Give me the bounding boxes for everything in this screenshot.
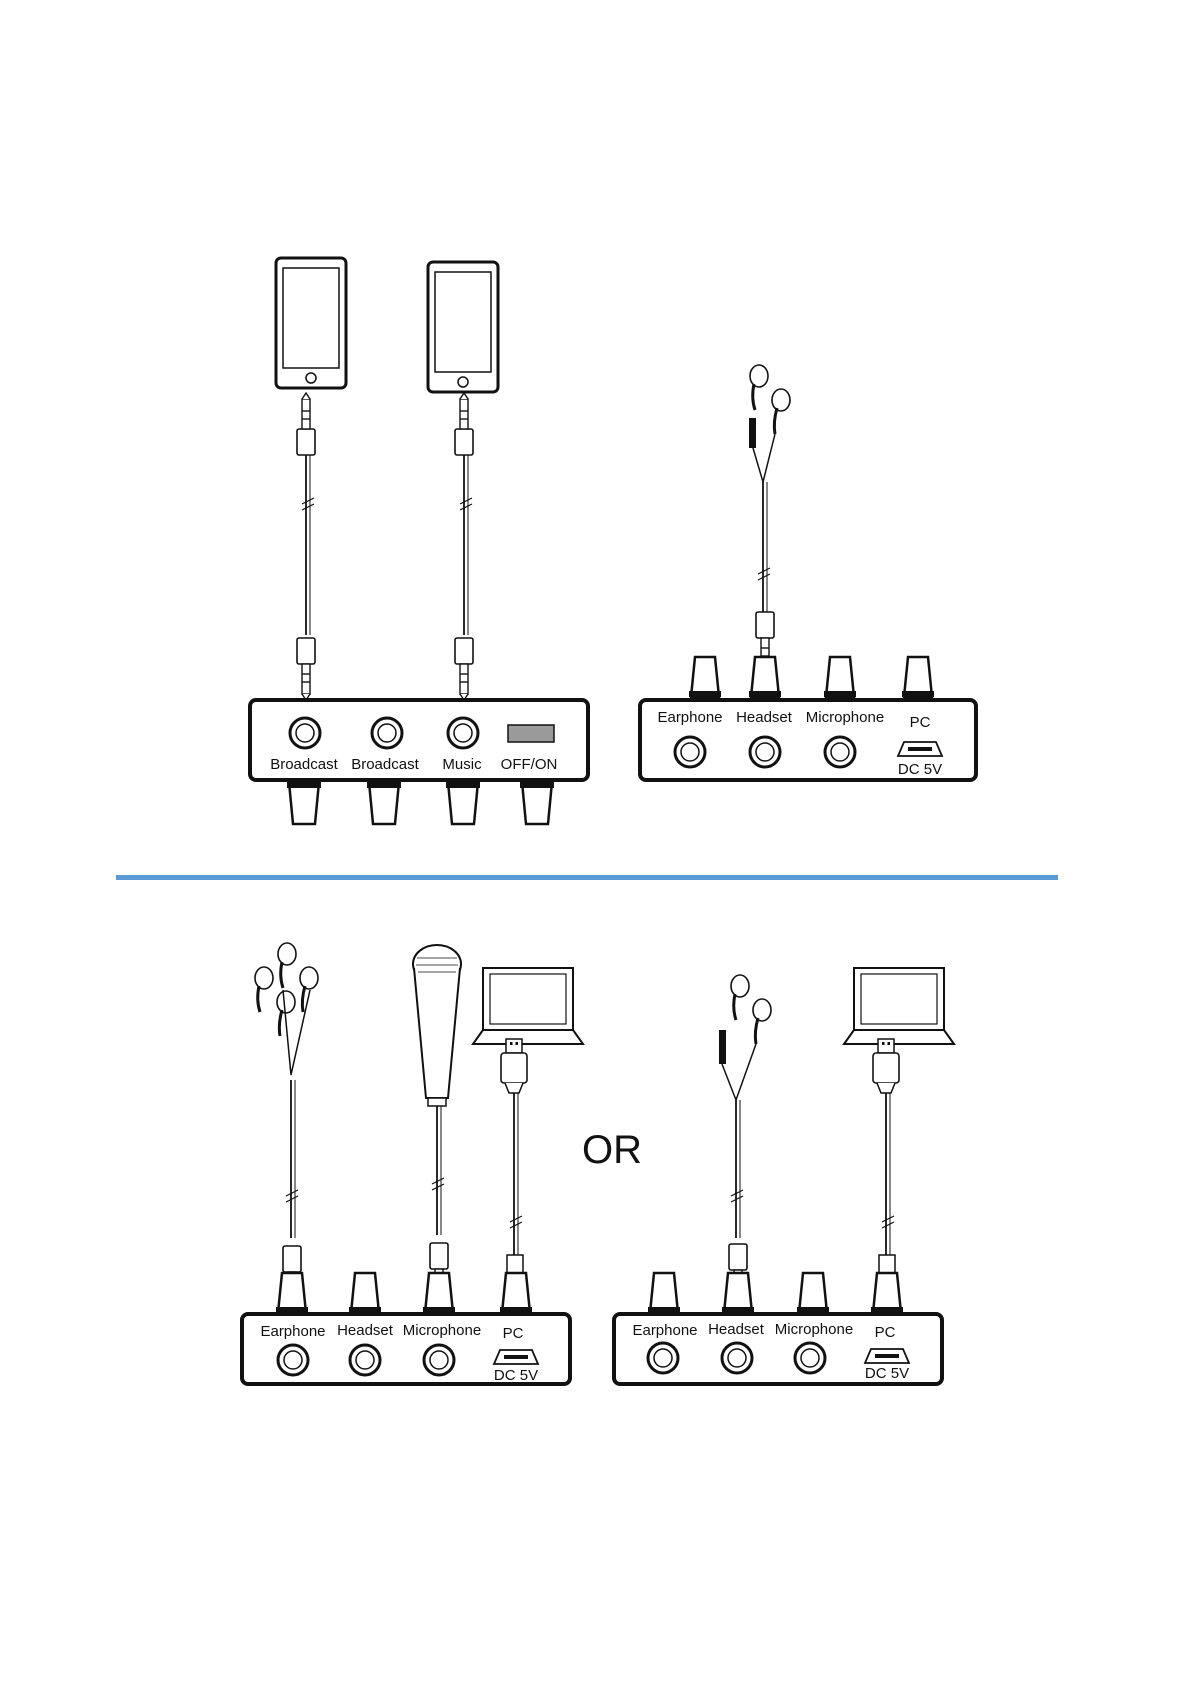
microphone-jack xyxy=(424,1345,454,1375)
volume-knob xyxy=(871,1273,903,1313)
jack-label: Broadcast xyxy=(270,756,338,773)
usb-port-icon xyxy=(865,1349,909,1363)
earphone-jack xyxy=(278,1345,308,1375)
usb-port-icon xyxy=(898,742,942,756)
usb-cable xyxy=(844,968,954,1283)
section-divider xyxy=(116,875,1058,880)
earphone-cable xyxy=(255,943,318,1308)
smartphone-icon xyxy=(276,258,346,388)
volume-knob xyxy=(749,657,781,697)
top-left-setup: Broadcast Broadcast Music OFF/ON xyxy=(250,258,588,824)
volume-knob xyxy=(648,1273,680,1313)
volume-knob xyxy=(722,1273,754,1313)
audio-cable xyxy=(455,393,473,700)
volume-knob xyxy=(797,1273,829,1313)
port-label: PC xyxy=(503,1325,524,1342)
volume-knob xyxy=(500,1273,532,1313)
port-label: DC 5V xyxy=(898,761,942,778)
earphone-jack xyxy=(675,737,705,767)
headset-jack xyxy=(350,1345,380,1375)
volume-knob xyxy=(276,1273,308,1313)
earphones-icon xyxy=(731,975,771,1044)
broadcast-jack xyxy=(290,718,320,748)
headset-jack xyxy=(722,1343,752,1373)
volume-knob xyxy=(446,782,480,824)
usb-port-icon xyxy=(494,1350,538,1364)
earphones-icon xyxy=(255,967,295,1036)
headset-cable xyxy=(749,365,790,674)
jack-label: Earphone xyxy=(260,1323,325,1340)
volume-knob xyxy=(367,782,401,824)
jack-label: Earphone xyxy=(657,709,722,726)
jack-label: Earphone xyxy=(632,1322,697,1339)
bottom-left-setup: Earphone Headset Microphone PC DC 5V xyxy=(242,943,583,1384)
port-label: DC 5V xyxy=(865,1365,909,1382)
usb-cable xyxy=(473,968,583,1283)
port-label: PC xyxy=(910,714,931,731)
laptop-icon xyxy=(844,968,954,1044)
power-switch xyxy=(508,725,554,742)
volume-knob xyxy=(520,782,554,824)
port-label: PC xyxy=(875,1324,896,1341)
earphone-jack xyxy=(648,1343,678,1373)
headset-jack xyxy=(750,737,780,767)
jack-label: Microphone xyxy=(806,709,884,726)
smartphone-icon xyxy=(428,262,498,392)
jack-label: Microphone xyxy=(403,1322,481,1339)
volume-knob xyxy=(287,782,321,824)
music-jack xyxy=(448,718,478,748)
inline-mic-icon xyxy=(749,418,756,448)
volume-knob xyxy=(824,657,856,697)
bottom-right-setup: Earphone Headset Microphone PC DC 5V xyxy=(614,968,954,1384)
laptop-icon xyxy=(473,968,583,1044)
volume-knob xyxy=(689,657,721,697)
jack-label: Microphone xyxy=(775,1321,853,1338)
audio-cable xyxy=(297,393,315,700)
port-label: DC 5V xyxy=(494,1367,538,1384)
inline-mic-icon xyxy=(719,1030,726,1064)
microphone-jack xyxy=(825,737,855,767)
switch-label: OFF/ON xyxy=(501,756,558,773)
jack-label: Headset xyxy=(337,1322,394,1339)
volume-knob xyxy=(423,1273,455,1313)
microphone-jack xyxy=(795,1343,825,1373)
or-separator: OR xyxy=(582,1128,642,1172)
microphone-cable xyxy=(413,945,461,1305)
volume-knob xyxy=(902,657,934,697)
broadcast-jack xyxy=(372,718,402,748)
headset-cable xyxy=(719,975,771,1306)
jack-label: Headset xyxy=(736,709,793,726)
jack-label: Music xyxy=(442,756,482,773)
top-right-setup: Earphone Headset Microphone PC DC 5V xyxy=(640,365,976,780)
volume-knob xyxy=(349,1273,381,1313)
jack-label: Headset xyxy=(708,1321,765,1338)
jack-label: Broadcast xyxy=(351,756,419,773)
